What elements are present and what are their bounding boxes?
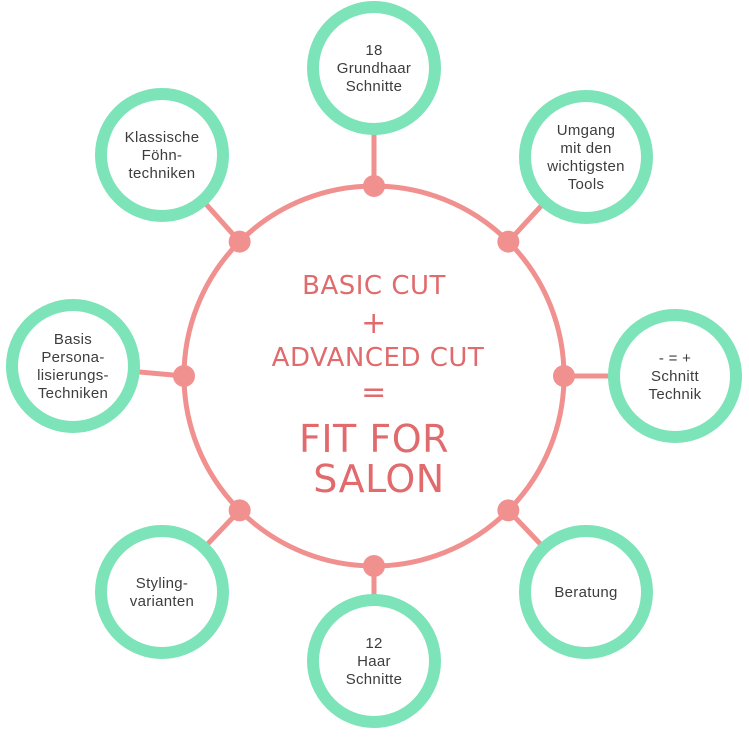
satellite-ring-styling (95, 525, 229, 659)
satellite-label-haar-schnitte-line-1: 12 (365, 635, 382, 652)
connector-dot-umgang (497, 230, 520, 253)
satellite-label-styling-line-2: varianten (130, 593, 194, 610)
center-label: BASIC CUT + ADVANCED CUT = FIT FOR SALON (272, 271, 485, 501)
center-line-advanced-cut: ADVANCED CUT (272, 343, 485, 373)
center-line-equals: = (361, 375, 387, 410)
connector-dot-grundhaar (363, 175, 385, 197)
center-line-salon: SALON (313, 457, 444, 501)
satellite-ring-beratung (519, 525, 653, 659)
satellite-ring-basis (6, 299, 140, 433)
satellite-label-umgang-line-1: Umgang (557, 122, 616, 139)
satellite-label-umgang-line-2: mit den (560, 140, 611, 157)
connector-dot-foehn (228, 230, 251, 253)
connector-dot-schnitt-technik (553, 365, 575, 387)
satellite-label-basis-line-2: Persona- (41, 349, 104, 366)
satellite-label-foehn-line-3: techniken (129, 165, 196, 182)
connector-dot-beratung (497, 499, 520, 522)
satellite-label-schnitt-technik-line-2: Schnitt (651, 368, 699, 385)
satellite-label-styling-line-1: Styling- (136, 575, 188, 592)
satellite-label-foehn-line-1: Klassische (125, 129, 200, 146)
satellite-label-basis-line-3: lisierungs- (37, 367, 109, 384)
satellite-label-foehn-line-2: Föhn- (142, 147, 183, 164)
satellite-ring-foehn (95, 88, 229, 222)
center-line-basic-cut: BASIC CUT (302, 271, 446, 301)
satellite-ring-umgang (519, 90, 653, 224)
center-line-fit-for: FIT FOR (299, 417, 449, 461)
satellite-label-beratung-line-1: Beratung (554, 584, 617, 601)
satellite-ring-haar-schnitte (307, 594, 441, 728)
connector-dot-haar-schnitte (363, 555, 385, 577)
satellite-label-haar-schnitte-line-2: Haar (357, 653, 391, 670)
satellite-ring-schnitt-technik (608, 309, 742, 443)
satellite-label-grundhaar-line-3: Schnitte (346, 78, 403, 95)
satellite-label-grundhaar-line-1: 18 (365, 42, 382, 59)
satellite-label-schnitt-technik-line-1: - = + (659, 350, 691, 367)
satellite-beratung: Beratung (519, 525, 653, 659)
center-line-plus: + (361, 306, 387, 341)
satellite-label-schnitt-technik-line-3: Technik (649, 386, 702, 403)
satellite-label-basis-line-1: Basis (54, 331, 92, 348)
satellite-label-umgang-line-3: wichtigsten (546, 158, 625, 175)
satellite-styling: Styling-varianten (95, 525, 229, 659)
satellite-label-basis-line-4: Techniken (38, 385, 108, 402)
satellite-label-grundhaar-line-2: Grundhaar (337, 60, 411, 77)
satellite-label-haar-schnitte-line-3: Schnitte (346, 671, 403, 688)
connector-dot-basis (173, 365, 195, 387)
satellite-label-umgang-line-4: Tools (568, 176, 605, 193)
connector-dot-styling (228, 499, 251, 522)
connector-dots (173, 175, 575, 577)
satellite-ring-grundhaar (307, 1, 441, 135)
